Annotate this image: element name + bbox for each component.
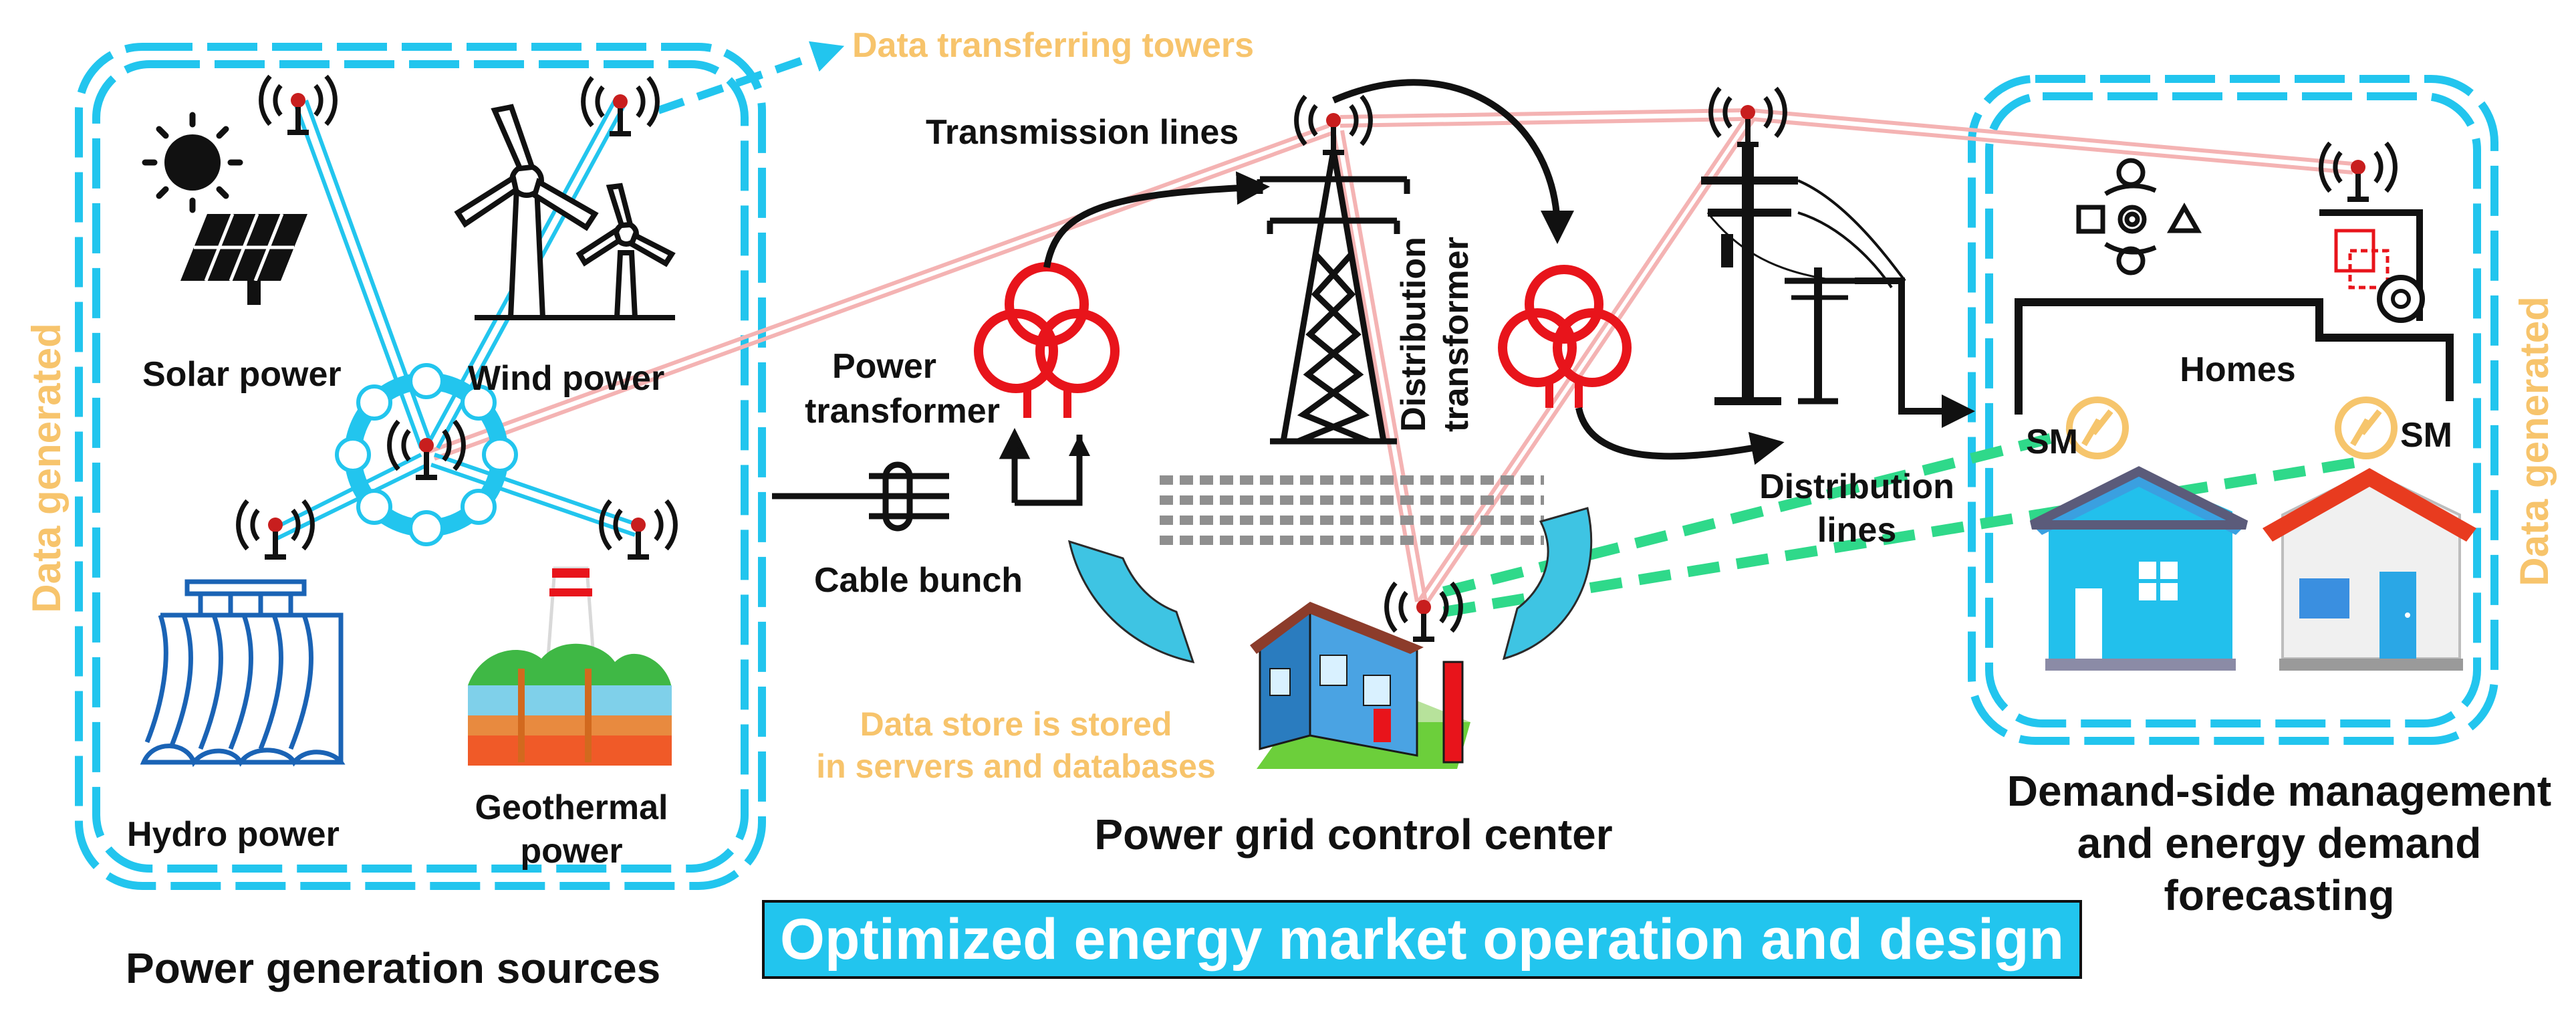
utility-pole-icon [1701, 144, 1906, 405]
generation-hub [335, 363, 518, 546]
labels: Data transferring towers Data generated … [24, 26, 2557, 992]
data-arc-left [1067, 540, 1195, 664]
cable-bunch-label: Cable bunch [814, 561, 1023, 600]
control-center-building-icon [1250, 602, 1470, 769]
arrow-to-homes [1855, 277, 1975, 428]
data-tower-icon [584, 78, 658, 134]
distribution-transformer-icon [1498, 265, 1632, 408]
control-center-label: Power grid control center [1094, 810, 1612, 859]
dsm-label-line2: and energy demand [2077, 819, 2482, 867]
distribution-lines-label-line2: lines [1817, 511, 1897, 550]
transmission-tower-icon [1257, 150, 1410, 445]
wind-power-label: Wind power [468, 359, 664, 398]
power-transformer-label-line2: transformer [805, 392, 1000, 431]
blue-house-icon [2029, 466, 2248, 671]
optimized-market-title-box: Optimized energy market operation and de… [762, 900, 2082, 979]
red-roof-house-icon [2263, 468, 2476, 671]
server-rack-rows [1160, 475, 1544, 545]
wind-turbine-icon [454, 104, 676, 320]
solar-panel-icon [180, 213, 307, 305]
cable-bunch-icon [772, 461, 949, 532]
power-transformer-icon [974, 262, 1120, 506]
optimized-market-title: Optimized energy market operation and de… [779, 907, 2065, 972]
generation-sources-title: Power generation sources [126, 944, 660, 992]
hydro-dam-icon [140, 579, 346, 768]
data-generated-left-label: Data generated [24, 323, 69, 612]
sun-icon [142, 112, 243, 213]
arrow-to-transmission [1043, 171, 1270, 268]
geothermal-label-line1: Geothermal [475, 788, 668, 827]
solar-power-label: Solar power [142, 355, 342, 394]
transmission-lines-label: Transmission lines [926, 113, 1239, 152]
data-store-label-line2: in servers and databases [816, 748, 1216, 785]
hydro-power-label: Hydro power [127, 815, 340, 854]
home-wiring [2015, 298, 2454, 415]
data-towers-arrow [657, 41, 845, 114]
generation-sources-box [75, 43, 766, 890]
geothermal-label-line2: power [520, 832, 622, 871]
power-transformer-label-line1: Power [832, 347, 936, 386]
distribution-transformer-label-line1: Distribution [1394, 237, 1433, 432]
home-settings-icon [2319, 209, 2425, 323]
distribution-lines-label-line1: Distribution [1759, 467, 1954, 506]
data-tower-icon [261, 76, 336, 132]
data-arc-right [1502, 507, 1593, 661]
data-tower-icon [1711, 88, 1785, 144]
distribution-transformer-label-line2: transformer [1437, 237, 1476, 432]
control-panel-icon [2076, 158, 2202, 275]
smart-meter-right-label: SM [2400, 416, 2452, 455]
dsm-label-line1: Demand-side management [2007, 767, 2551, 815]
geothermal-plant-icon [468, 566, 672, 766]
data-towers-label: Data transferring towers [852, 26, 1254, 65]
arrow-to-dist-transformer [1332, 79, 1574, 244]
data-generated-right-label: Data generated [2512, 296, 2557, 586]
smart-meter-left-icon [2066, 397, 2129, 459]
smart-meter-right-icon [2335, 397, 2398, 459]
homes-label: Homes [2180, 350, 2295, 389]
data-store-label-line1: Data store is stored [860, 705, 1172, 743]
dsm-label-line3: forecasting [2164, 871, 2395, 919]
arrow-to-distribution-lines [1575, 407, 1785, 465]
data-tower-icon [239, 501, 313, 557]
smart-meter-left-label: SM [2026, 423, 2078, 461]
